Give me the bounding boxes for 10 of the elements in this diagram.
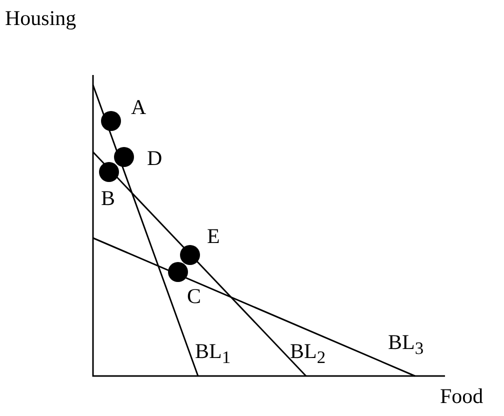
axis-label: Housing: [5, 6, 76, 30]
point-label: A: [131, 95, 146, 119]
point-label: B: [101, 186, 116, 210]
point-label: C: [187, 284, 202, 308]
line-label: BL$_{3}$: [388, 330, 424, 360]
line-label: BL$_{2}$: [290, 339, 326, 370]
point-label: D: [147, 146, 162, 170]
axis-label: Food: [440, 384, 484, 408]
line-label: BL$_{1}$: [195, 339, 231, 370]
point-label: E: [207, 224, 220, 248]
